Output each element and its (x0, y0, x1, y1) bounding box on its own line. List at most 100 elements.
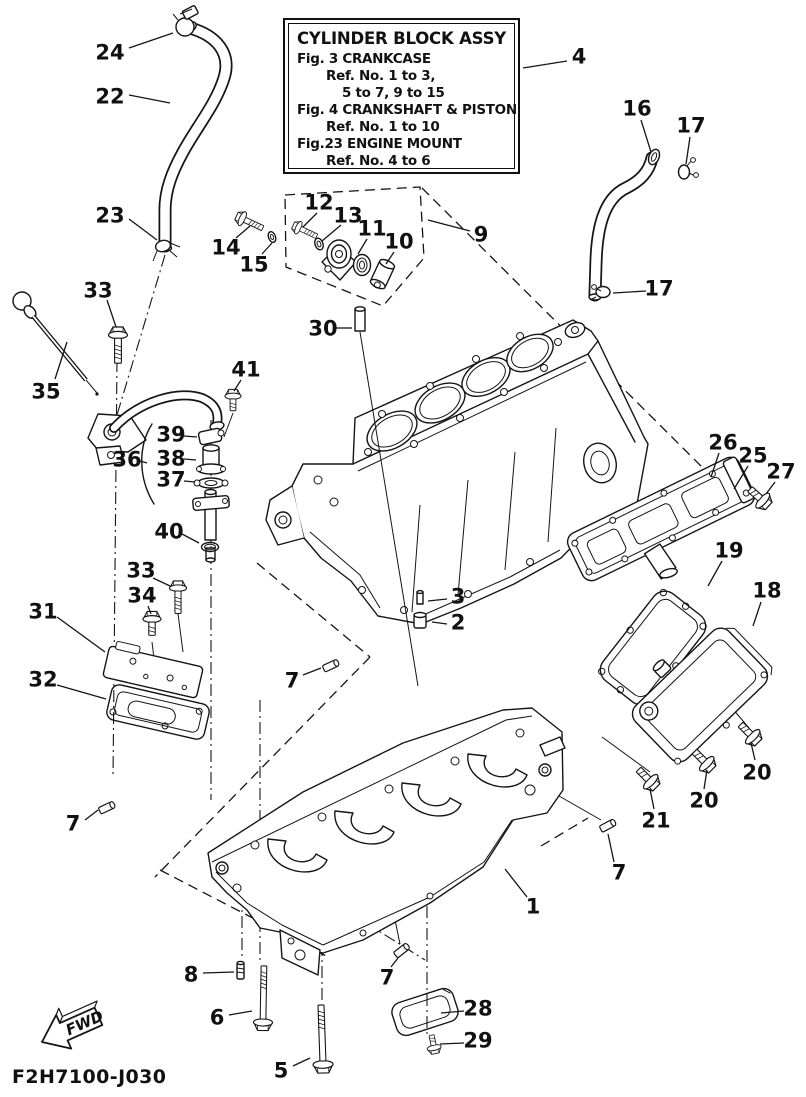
callout-label-23: 23 (95, 204, 124, 228)
callout-label-34: 34 (127, 584, 156, 608)
callout-label-26: 26 (708, 431, 737, 455)
fwd-arrow: FWD (41, 1000, 106, 1050)
callout-label-33: 33 (126, 559, 155, 583)
callout-leader-21 (649, 788, 655, 810)
dowel-pin-7-c (598, 817, 618, 833)
callout-label-24: 24 (95, 41, 124, 65)
water-hose-16 (588, 148, 661, 302)
callout-label-4: 4 (572, 45, 587, 69)
oil-pipe-36 (109, 390, 225, 505)
callout-leader-26 (710, 452, 720, 478)
anode-cover-18 (631, 627, 773, 765)
callout-leader-5 (292, 1057, 311, 1067)
callout-label-17: 17 (644, 277, 673, 301)
hose-clip-17-lower (589, 284, 611, 301)
callout-leader-33 (152, 577, 171, 587)
callout-label-36: 36 (112, 448, 141, 472)
callout-leader-7 (84, 809, 99, 821)
callout-leader-22 (128, 94, 171, 104)
callout-leader-7 (390, 957, 399, 968)
stud-8 (236, 960, 245, 980)
callout-leader-20 (750, 742, 756, 761)
pin-3 (416, 589, 424, 605)
oil-pickup-pipe (192, 488, 230, 563)
callout-leader-8 (202, 971, 235, 974)
callout-label-6: 6 (210, 1006, 225, 1030)
bolt-33-lower (168, 580, 188, 615)
pipe-holder-38 (196, 444, 226, 475)
callout-leader-12 (302, 212, 318, 228)
part-code: F2H7100-J030 (12, 1066, 167, 1088)
cylinder-block (265, 319, 649, 625)
callout-label-20: 20 (689, 789, 718, 813)
callout-leader-2 (431, 621, 448, 625)
callout-label-38: 38 (156, 447, 185, 471)
callout-label-11: 11 (357, 217, 386, 241)
callout-leader-10 (385, 251, 395, 265)
info-box-line: Fig.23 ENGINE MOUNT (297, 136, 462, 152)
callout-leader-38 (183, 458, 197, 461)
callout-label-18: 18 (752, 579, 781, 603)
info-box-line: Ref. No. 1 to 10 (326, 119, 440, 135)
callout-label-7: 7 (612, 861, 627, 885)
callout-label-29: 29 (463, 1029, 492, 1053)
bolt-20-right (733, 717, 766, 750)
info-box-title: CYLINDER BLOCK ASSY (296, 29, 507, 48)
dipstick-35 (12, 291, 99, 396)
oring-40 (200, 541, 220, 553)
gasket-32 (106, 684, 210, 740)
callout-label-1: 1 (526, 895, 541, 919)
callout-label-20: 20 (742, 761, 771, 785)
callout-leader-18 (752, 601, 762, 627)
bushing-30 (354, 306, 419, 687)
callout-label-14: 14 (211, 236, 240, 260)
callout-leader-6 (228, 1010, 253, 1016)
callout-leader-34 (147, 605, 152, 615)
crankcase-1 (207, 707, 566, 976)
callout-leader-17 (685, 136, 691, 165)
callout-label-16: 16 (622, 97, 651, 121)
hose-clip-17-upper (677, 157, 699, 180)
info-box-line: 5 to 7, 9 to 15 (342, 85, 445, 101)
callout-label-41: 41 (231, 358, 260, 382)
callout-leader-20 (703, 769, 708, 790)
pipe-assembly-26 (566, 456, 756, 582)
callout-label-7: 7 (66, 812, 81, 836)
gasket-28 (391, 987, 459, 1037)
callout-label-12: 12 (304, 191, 333, 215)
cover-plate-31 (102, 641, 204, 699)
callout-leader-35 (54, 341, 68, 380)
callout-leader-37 (183, 480, 196, 483)
callout-leader-39 (183, 435, 198, 438)
callout-leader-36 (139, 460, 148, 464)
hose-clamp-24 (172, 5, 199, 37)
plug-2 (413, 611, 427, 629)
callout-label-7: 7 (285, 669, 300, 693)
callout-label-30: 30 (308, 317, 337, 341)
callout-leader-27 (765, 481, 776, 495)
callout-label-19: 19 (714, 539, 743, 563)
deck-bolt-holes (364, 332, 562, 456)
callout-label-35: 35 (31, 380, 60, 404)
info-box-line: Fig. 4 CRANKSHAFT & PISTON (297, 102, 517, 118)
callout-leader-13 (321, 224, 342, 242)
bolt-29 (424, 1033, 443, 1056)
callout-label-9: 9 (474, 223, 489, 247)
callout-leader-31 (56, 616, 106, 653)
callout-label-10: 10 (384, 230, 413, 254)
info-box-line: Ref. No. 4 to 6 (326, 153, 431, 169)
callout-leader-15 (261, 242, 273, 255)
callout-label-17: 17 (676, 114, 705, 138)
callout-label-25: 25 (738, 444, 767, 468)
callout-label-22: 22 (95, 85, 124, 109)
callout-label-37: 37 (156, 468, 185, 492)
callout-label-3: 3 (451, 585, 466, 609)
breather-hose-22 (157, 20, 233, 253)
info-box-line: Fig. 3 CRANKCASE (297, 51, 431, 67)
dowel-pin-7-a (321, 658, 341, 673)
callout-leader-1 (504, 868, 528, 898)
